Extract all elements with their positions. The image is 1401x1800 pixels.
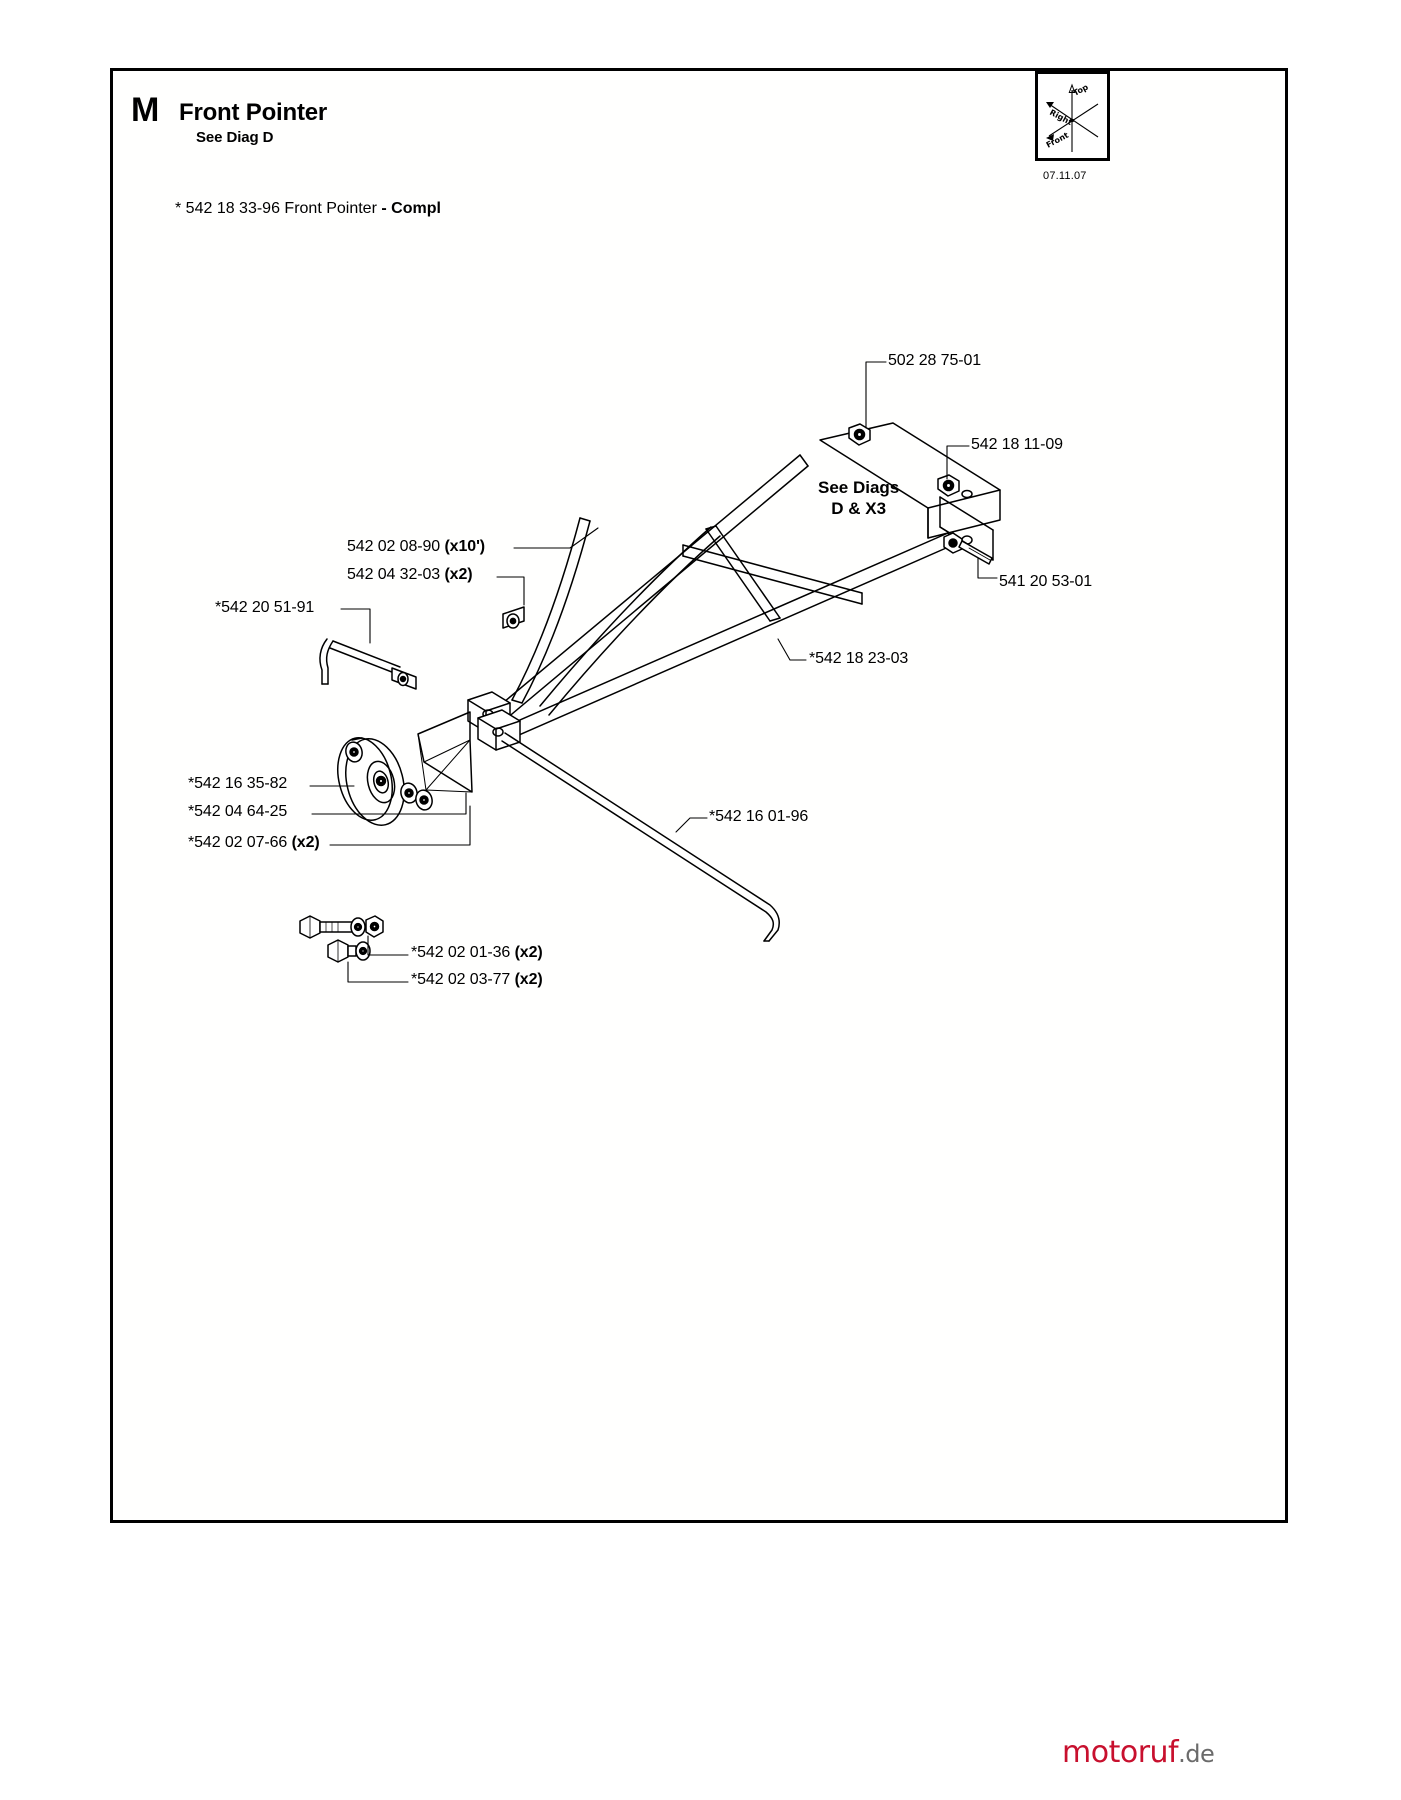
callout-502-28-75-01: 502 28 75-01 xyxy=(888,352,982,369)
orientation-axes-icon: Top Right Front xyxy=(1035,71,1110,161)
callout-541-20-53-01: 541 20 53-01 xyxy=(999,573,1093,590)
svg-text:Top: Top xyxy=(1072,82,1090,97)
svg-text:Front: Front xyxy=(1045,131,1070,150)
site-watermark: motoruf.de xyxy=(1062,1735,1215,1770)
revision-date: 07.11.07 xyxy=(1043,170,1087,182)
callout-542-16-01-96: *542 16 01-96 xyxy=(709,808,809,825)
callout-542-02-08-90: 542 02 08-90 (x10') xyxy=(347,538,486,555)
section-letter: M xyxy=(131,91,159,129)
watermark-suffix: .de xyxy=(1178,1740,1215,1768)
assembly-part-number: * 542 18 33-96 Front Pointer xyxy=(175,200,382,217)
callout-542-18-11-09: 542 18 11-09 xyxy=(971,436,1063,453)
see-diags-line1: See Diags xyxy=(818,478,900,497)
svg-text:Right: Right xyxy=(1048,108,1074,127)
callout-542-02-03-77: *542 02 03-77 (x2) xyxy=(411,971,543,988)
assembly-part-line: * 542 18 33-96 Front Pointer - Compl xyxy=(175,200,441,218)
callout-542-02-07-66: *542 02 07-66 (x2) xyxy=(188,834,320,851)
see-diags-note: See Diags D & X3 xyxy=(818,477,899,520)
see-diags-line2: D & X3 xyxy=(831,499,887,519)
callout-542-04-32-03: 542 04 32-03 (x2) xyxy=(347,566,473,583)
watermark-brand: motoruf xyxy=(1062,1735,1179,1770)
callout-542-20-51-91: *542 20 51-91 xyxy=(215,599,315,616)
callout-542-02-01-36: *542 02 01-36 (x2) xyxy=(411,944,543,961)
page-subtitle: See Diag D xyxy=(196,129,274,146)
page-title: Front Pointer xyxy=(179,99,328,126)
callout-542-04-64-25: *542 04 64-25 xyxy=(188,803,288,820)
orientation-axes-svg: Top Right Front xyxy=(1045,82,1099,152)
assembly-compl-tag: - Compl xyxy=(381,200,441,217)
callout-542-18-23-03: *542 18 23-03 xyxy=(809,650,909,667)
page-border xyxy=(110,68,1288,1523)
callout-542-16-35-82: *542 16 35-82 xyxy=(188,775,288,792)
